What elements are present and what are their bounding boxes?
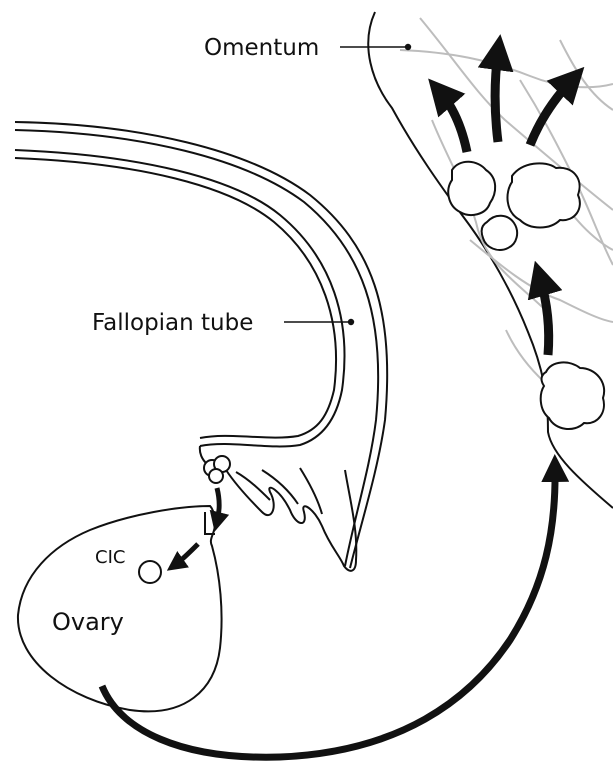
ovary: CIC Ovary [18, 506, 222, 711]
ovary-arrows [175, 488, 219, 565]
fimbrial-cells [204, 456, 230, 483]
omentum-label: Omentum [204, 35, 319, 61]
ovary-label: Ovary [52, 608, 124, 636]
omentum-tissue [368, 12, 613, 508]
fallopian-tube-label-group: Fallopian tube [92, 310, 354, 336]
metastasis-arrow [102, 468, 555, 757]
omentum-label-group: Omentum [204, 35, 411, 61]
cic-inclusion-cyst [139, 561, 161, 583]
fallopian-tube [15, 122, 387, 571]
cic-label: CIC [95, 547, 125, 568]
fallopian-tube-label: Fallopian tube [92, 310, 253, 336]
